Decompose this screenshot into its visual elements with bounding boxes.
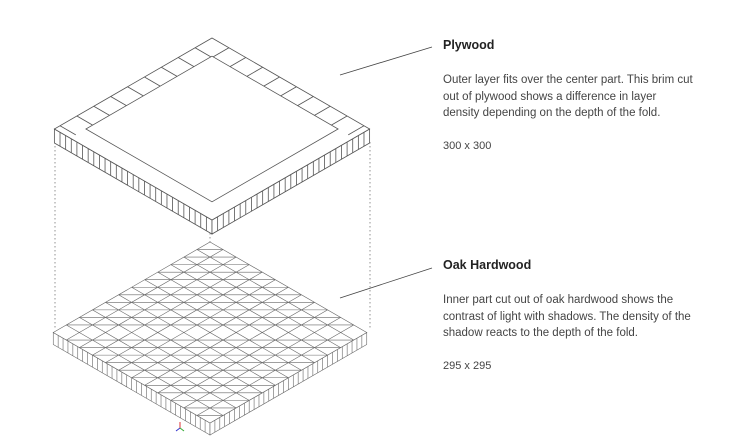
oak-title: Oak Hardwood <box>443 258 532 272</box>
oak-slab <box>52 241 368 436</box>
plywood-frame <box>53 37 371 235</box>
plywood-description: Outer layer fits over the center part. T… <box>443 74 693 119</box>
frame-fold-line <box>263 76 280 87</box>
frame-fold-line <box>110 96 127 106</box>
frame-fold-line <box>314 105 331 116</box>
oak-leader-line <box>339 267 433 299</box>
frame-fold-line <box>144 76 161 87</box>
frame-fold-line <box>297 96 314 106</box>
slab-grid-line <box>196 324 354 416</box>
frame-fold-line <box>212 47 230 58</box>
frame-fold-line <box>127 86 144 97</box>
frame-fold-line <box>194 47 212 58</box>
oak-size: 295 x 295 <box>443 359 492 372</box>
frame-fold-line <box>280 86 297 97</box>
frame-fold-line <box>331 115 348 126</box>
frame-fold-line <box>59 125 76 136</box>
plywood-leader-line <box>339 46 433 76</box>
slab-grid-line <box>66 324 224 416</box>
frame-fold-line <box>348 125 365 136</box>
slab-grid-line <box>79 317 237 409</box>
frame-fold-line <box>76 115 93 126</box>
frame-fold-line <box>178 57 195 67</box>
frame-opening <box>85 55 339 203</box>
axis-marker-icon <box>175 422 185 432</box>
plywood-title: Plywood <box>443 38 495 52</box>
plywood-size: 300 x 300 <box>443 139 492 152</box>
frame-fold-line <box>93 105 110 116</box>
oak-info: Oak Hardwood Inner part cut out of oak h… <box>443 258 693 372</box>
plywood-info: Plywood Outer layer fits over the center… <box>443 38 693 152</box>
frame-fold-line <box>246 66 263 77</box>
frame-fold-line <box>229 57 246 67</box>
alignment-dashed-lines <box>54 142 371 430</box>
frame-fold-line <box>161 66 178 77</box>
oak-description: Inner part cut out of oak hardwood shows… <box>443 294 691 339</box>
